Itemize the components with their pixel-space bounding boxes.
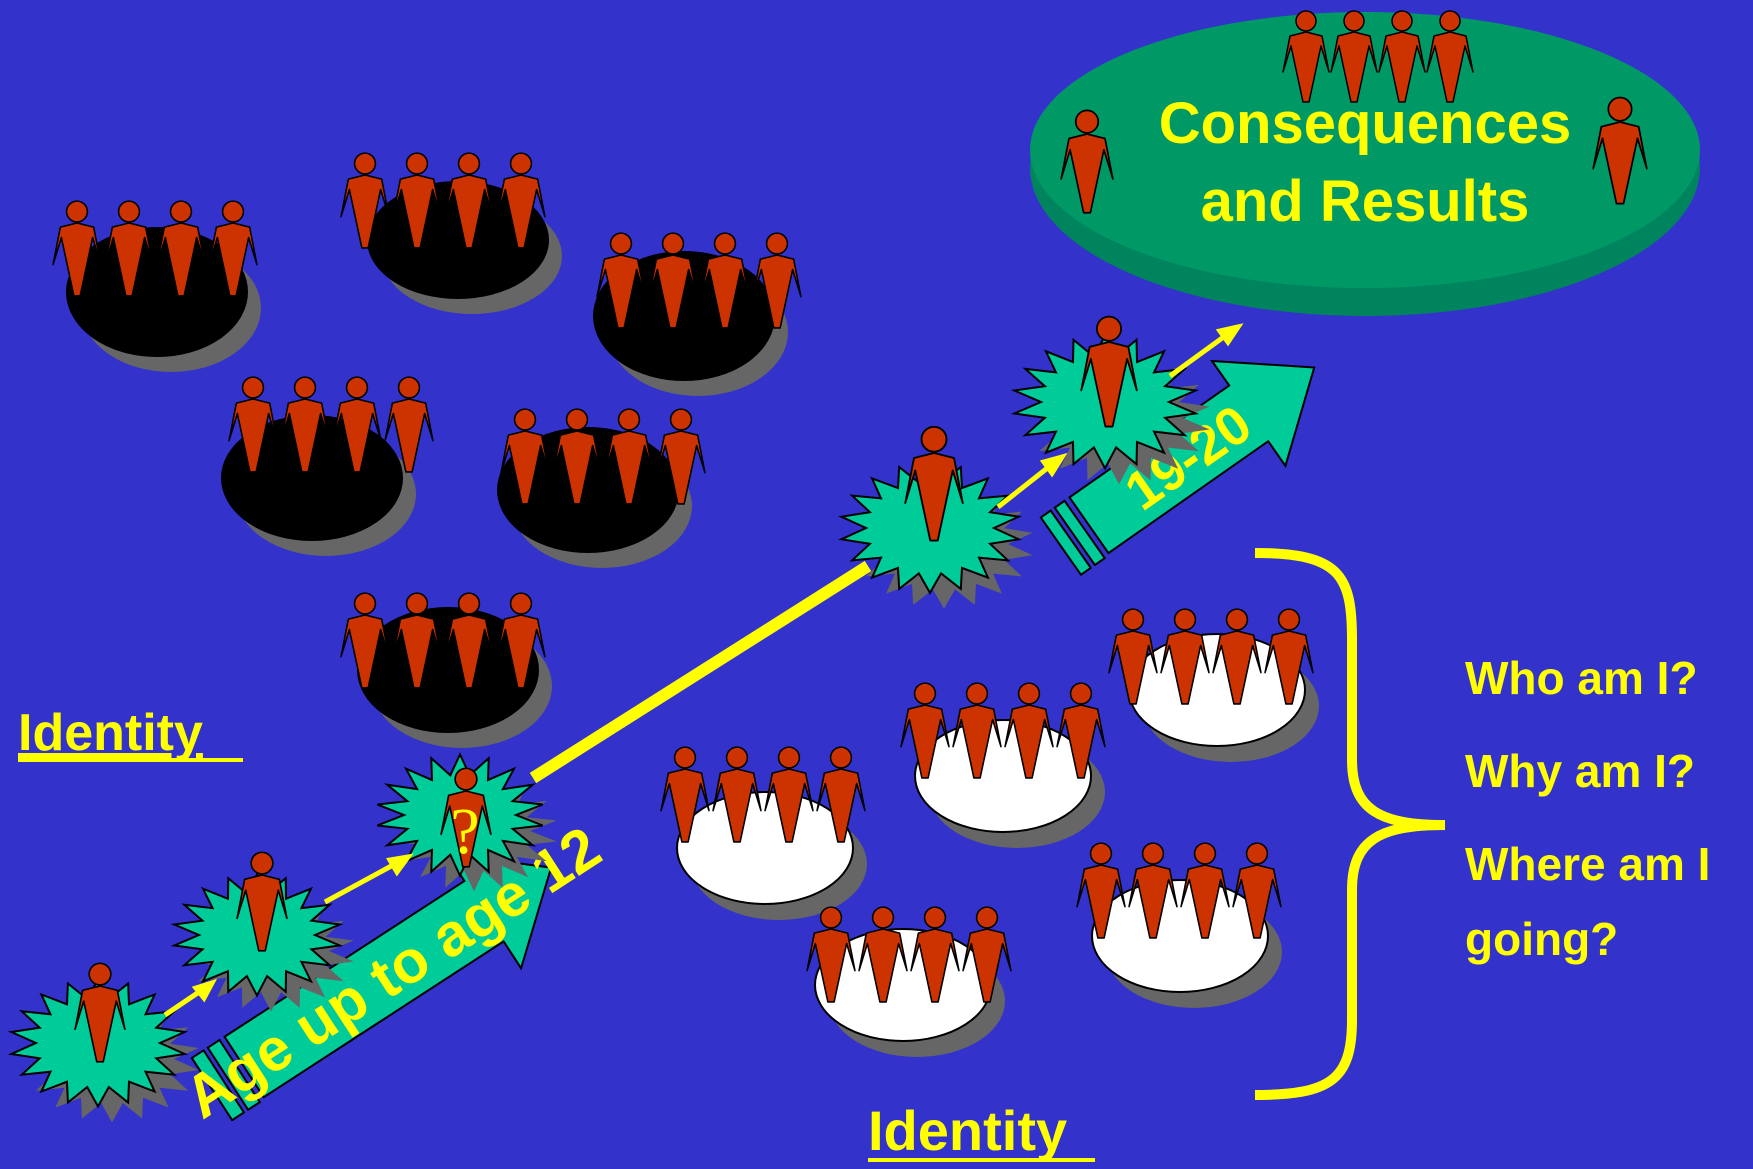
burst-icon: [170, 851, 354, 1012]
arrow-icon: [323, 853, 414, 905]
burst-icon: [837, 425, 1033, 609]
identity-label-bottom: Identity: [868, 1099, 1067, 1162]
black-hole: [340, 152, 562, 314]
black-hole: [221, 376, 434, 556]
black-hole: [497, 408, 706, 568]
hole-icon: [66, 227, 248, 357]
hole-icon: [676, 791, 854, 905]
burst-icon: [7, 962, 199, 1123]
black-hole: [340, 592, 552, 748]
burst-path: [7, 315, 1210, 1123]
progress-line: [529, 560, 872, 784]
white-hole: [660, 746, 867, 920]
question-mark: ?: [450, 795, 479, 868]
burst-icon: [1010, 315, 1210, 485]
white-hole: [806, 906, 1012, 1057]
white-hole: [1076, 842, 1282, 1008]
arrow-icon: [996, 452, 1068, 509]
identity-label-left: Identity: [18, 704, 203, 762]
arrow-icon: [163, 978, 218, 1018]
hole-icon: [1091, 879, 1269, 993]
question-where: Where am I: [1465, 838, 1710, 890]
goal-title-line2: and Results: [1201, 169, 1530, 234]
white-hole: [1108, 608, 1319, 762]
small-arrows: [163, 323, 1244, 1018]
black-hole-groups: [52, 152, 802, 748]
goal-ellipse: Consequences and Results: [1030, 10, 1700, 316]
burst-icon: [376, 752, 557, 892]
black-hole: [593, 232, 802, 396]
goal-title-line1: Consequences: [1159, 91, 1572, 156]
black-hole: [52, 200, 261, 372]
question-who: Who am I?: [1465, 652, 1698, 704]
curly-brace-icon: [1254, 548, 1446, 1100]
hole-icon: [914, 719, 1092, 833]
question-going: going?: [1465, 913, 1618, 965]
white-hole: [900, 682, 1106, 848]
arrow-icon: [1168, 323, 1244, 379]
question-why: Why am I?: [1465, 745, 1695, 797]
white-hole-groups: [660, 608, 1319, 1057]
